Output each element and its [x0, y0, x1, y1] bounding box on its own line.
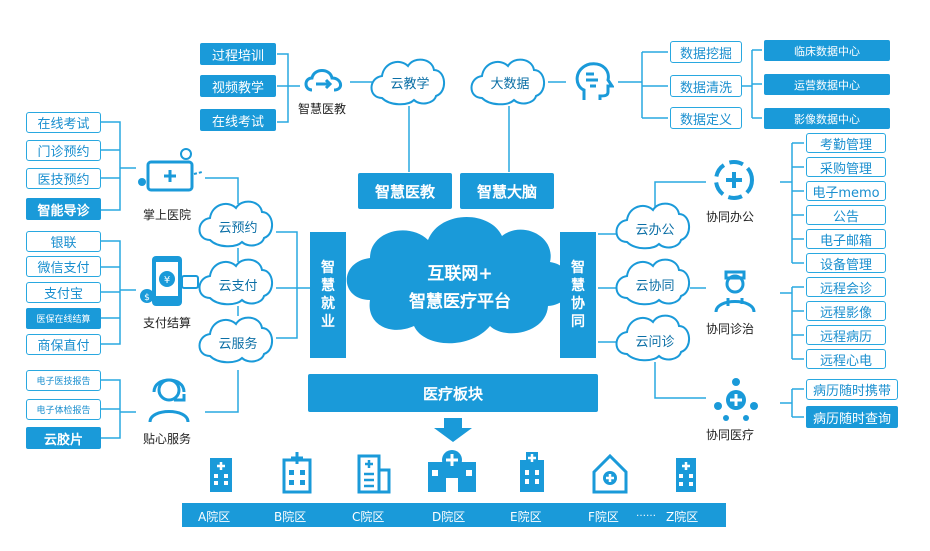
outpatient-booking[interactable]: 门诊预约: [26, 140, 101, 161]
collab-office-icon: [714, 160, 754, 200]
smart-edu-hub-label: 智慧医教: [298, 102, 347, 116]
imaging-data-center[interactable]: 影像数据中心: [764, 108, 890, 129]
mobile-online-exam[interactable]: 在线考试: [26, 112, 101, 133]
cloud-service[interactable]: 云服务: [218, 336, 258, 352]
cloud-payment[interactable]: 云支付: [218, 278, 258, 294]
video-teaching-item[interactable]: 视频教学: [200, 75, 276, 97]
tech-booking[interactable]: 医技预约: [26, 168, 101, 189]
building-icon-f: [592, 453, 628, 494]
smart-collab-bar[interactable]: 智慧协同: [560, 232, 596, 358]
smart-guide[interactable]: 智能导诊: [26, 198, 101, 220]
campus-e[interactable]: E院区: [510, 510, 542, 524]
e-checkup-report-item[interactable]: 电子体检报告: [26, 399, 101, 420]
customer-service-label: 贴心服务: [143, 432, 192, 446]
notice-item[interactable]: 公告: [806, 205, 886, 225]
collab-office-label: 协同办公: [706, 210, 755, 224]
building-icon-b: [282, 452, 312, 494]
smart-edu-bar[interactable]: 智慧医教: [358, 173, 452, 209]
smart-employment-bar[interactable]: 智慧就业: [310, 232, 346, 358]
data-cleaning-item[interactable]: 数据清洗: [670, 75, 742, 97]
equipment-item[interactable]: 设备管理: [806, 253, 886, 273]
data-mining-item[interactable]: 数据挖掘: [670, 41, 742, 63]
remote-imaging-item[interactable]: 远程影像: [806, 301, 886, 321]
cloud-film-item[interactable]: 云胶片: [26, 427, 101, 449]
building-icon-e: [520, 452, 544, 492]
alipay-item[interactable]: 支付宝: [26, 282, 101, 303]
purchase-item[interactable]: 采购管理: [806, 157, 886, 177]
building-icon-z: [676, 458, 696, 492]
commercial-insurance-item[interactable]: 商保直付: [26, 334, 101, 355]
record-carry-item[interactable]: 病历随时携带: [806, 379, 898, 400]
training-item[interactable]: 过程培训: [200, 43, 276, 65]
campus-a[interactable]: A院区: [198, 510, 231, 524]
cloud-sync-icon: [304, 69, 342, 92]
cloud-office[interactable]: 云办公: [635, 222, 675, 238]
operation-data-center[interactable]: 运营数据中心: [764, 74, 890, 95]
remote-consult-item[interactable]: 远程会诊: [806, 277, 886, 297]
collab-medical-label: 协同医疗: [706, 428, 755, 442]
memo-item[interactable]: 电子memo: [806, 181, 886, 201]
campus-z[interactable]: Z院区: [666, 510, 699, 524]
collab-diag-label: 协同诊治: [706, 322, 755, 336]
customer-service-icon: [148, 378, 190, 423]
e-tech-report-item[interactable]: 电子医技报告: [26, 370, 101, 391]
clinical-data-center[interactable]: 临床数据中心: [764, 40, 890, 61]
cloud-teaching[interactable]: 云教学: [390, 76, 430, 92]
collab-medical-icon: [714, 378, 758, 421]
data-definition-item[interactable]: 数据定义: [670, 107, 742, 129]
building-icon-c: [357, 454, 391, 494]
insurance-settlement-item[interactable]: 医保在线结算: [26, 308, 101, 329]
unionpay-item[interactable]: 银联: [26, 231, 101, 252]
brain-head-icon: [575, 62, 614, 100]
campus-bar: [182, 503, 726, 527]
campus-d[interactable]: D院区: [432, 510, 466, 524]
cloud-collab[interactable]: 云协同: [635, 278, 675, 294]
campus-f[interactable]: F院区: [588, 510, 619, 524]
svg-text:$: $: [144, 293, 150, 303]
campus-b[interactable]: B院区: [274, 510, 307, 524]
attendance-item[interactable]: 考勤管理: [806, 133, 886, 153]
online-exam-item[interactable]: 在线考试: [200, 109, 276, 131]
svg-text:¥: ¥: [164, 275, 170, 286]
medical-module-bar[interactable]: 医疗板块: [308, 374, 598, 412]
wechat-pay-item[interactable]: 微信支付: [26, 256, 101, 277]
campus-c[interactable]: C院区: [352, 510, 385, 524]
payment-label: 支付结算: [143, 316, 192, 330]
big-data-cloud[interactable]: 大数据: [490, 76, 530, 92]
remote-ecg-item[interactable]: 远程心电: [806, 349, 886, 369]
platform-title-line2: 智慧医疗平台: [409, 292, 511, 312]
platform-title-line1: 互联网+: [427, 264, 493, 284]
doctor-icon: [714, 270, 756, 313]
payment-phone-icon: ¥ $: [140, 256, 199, 306]
building-icon-a: [210, 458, 232, 492]
mobile-hospital-label: 掌上医院: [143, 208, 192, 222]
building-icon-d: [428, 450, 476, 492]
record-query-item[interactable]: 病历随时查询: [806, 406, 898, 428]
cloud-booking[interactable]: 云预约: [218, 220, 258, 236]
smart-brain-bar[interactable]: 智慧大脑: [460, 173, 554, 209]
cloud-consult[interactable]: 云问诊: [635, 334, 675, 350]
campus-ellipsis: ……: [636, 508, 656, 519]
remote-record-item[interactable]: 远程病历: [806, 325, 886, 345]
mobile-hospital-icon: [138, 148, 203, 192]
email-item[interactable]: 电子邮箱: [806, 229, 886, 249]
